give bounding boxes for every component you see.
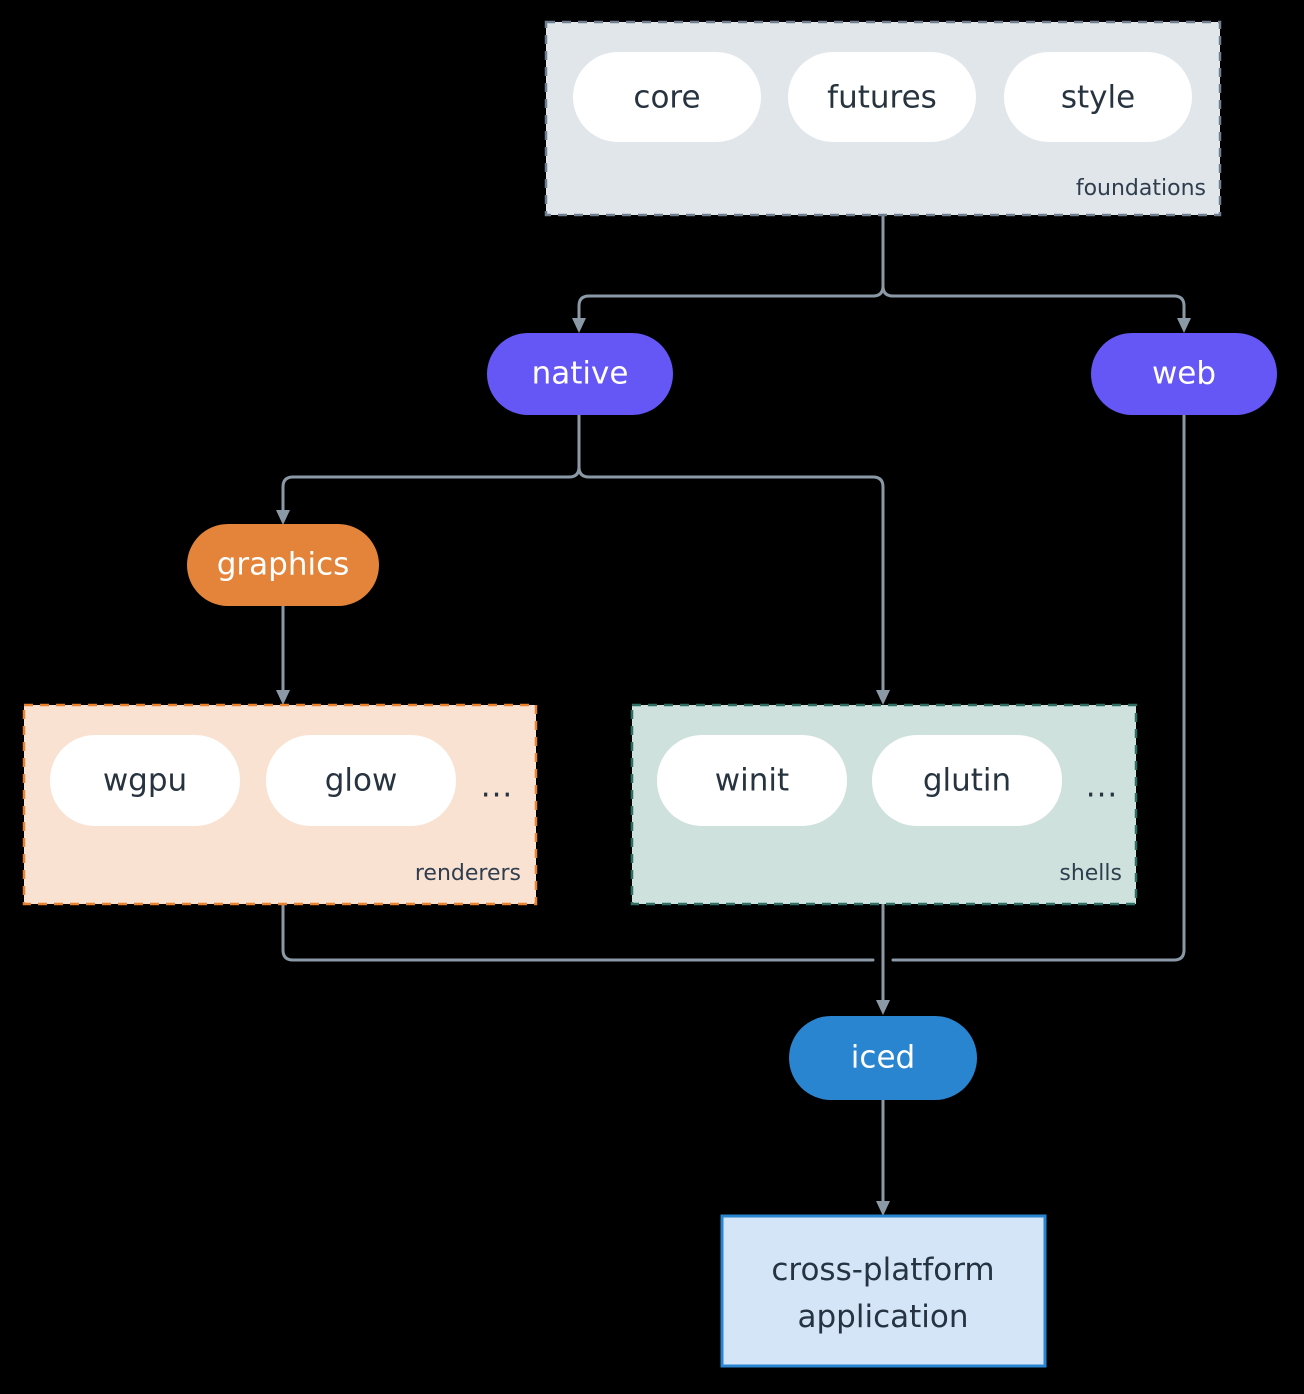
pill-wgpu-label: wgpu <box>103 763 187 799</box>
edge-native-split <box>281 413 581 512</box>
pill-glow-shape <box>266 735 456 826</box>
pill-futures-label: futures <box>827 80 937 116</box>
pill-core-label: core <box>633 80 700 116</box>
cluster-shells: winit glutin ... shells <box>630 703 1138 906</box>
pill-futures-shape <box>788 52 976 142</box>
node-graphics-shape <box>187 524 379 606</box>
node-iced-label: iced <box>851 1040 915 1076</box>
pill-glutin[interactable]: glutin <box>872 735 1062 826</box>
node-native[interactable]: native <box>487 333 673 415</box>
node-web-shape <box>1091 333 1277 415</box>
pill-glutin-label: glutin <box>923 763 1011 799</box>
node-application[interactable]: cross-platform application <box>720 1214 1047 1368</box>
arrowhead-native <box>572 318 586 333</box>
node-web[interactable]: web <box>1091 333 1277 415</box>
pill-winit-shape <box>657 735 847 826</box>
pill-glutin-shape <box>872 735 1062 826</box>
pill-style[interactable]: style <box>1004 52 1192 142</box>
pill-winit[interactable]: winit <box>657 735 847 826</box>
renderers-overflow-label: ... <box>481 769 514 805</box>
pill-wgpu[interactable]: wgpu <box>50 735 240 826</box>
node-application-label-line1: cross-platform <box>771 1252 994 1288</box>
arrowhead-shells <box>876 690 890 705</box>
edge-foundations-split <box>577 214 885 320</box>
edge-native-shells <box>577 465 885 692</box>
shells-overflow-label: ... <box>1086 769 1119 805</box>
arrowhead-renderers <box>276 690 290 705</box>
edge-layer <box>276 214 1191 1216</box>
cluster-shells-label: shells <box>1059 861 1122 886</box>
node-iced-shape <box>789 1016 977 1100</box>
pill-wgpu-shape <box>50 735 240 826</box>
node-iced[interactable]: iced <box>789 1016 977 1100</box>
cluster-foundations: core futures style foundations <box>544 20 1222 217</box>
pill-core[interactable]: core <box>573 52 761 142</box>
edge-web-iced <box>891 413 1186 962</box>
node-graphics[interactable]: graphics <box>187 524 379 606</box>
pill-core-shape <box>573 52 761 142</box>
cluster-renderers: wgpu glow ... renderers <box>22 703 538 906</box>
node-application-label-line2: application <box>798 1299 969 1335</box>
arrowhead-graphics <box>276 510 290 525</box>
node-graphics-label: graphics <box>217 547 350 583</box>
arrowhead-iced <box>876 1000 890 1015</box>
node-application-shape <box>720 1214 1047 1368</box>
node-native-shape <box>487 333 673 415</box>
pill-style-shape <box>1004 52 1192 142</box>
pill-glow-label: glow <box>325 763 398 799</box>
pill-style-label: style <box>1061 80 1135 116</box>
pill-futures[interactable]: futures <box>788 52 976 142</box>
node-web-label: web <box>1152 356 1216 392</box>
arrowhead-application <box>876 1201 890 1216</box>
cluster-foundations-label: foundations <box>1076 176 1206 201</box>
pill-winit-label: winit <box>715 763 789 799</box>
cluster-renderers-label: renderers <box>415 861 521 886</box>
edge-renderers-iced <box>281 902 875 962</box>
node-native-label: native <box>532 356 629 392</box>
edge-foundations-web <box>881 284 1186 320</box>
arrowhead-web <box>1177 318 1191 333</box>
pill-glow[interactable]: glow <box>266 735 456 826</box>
